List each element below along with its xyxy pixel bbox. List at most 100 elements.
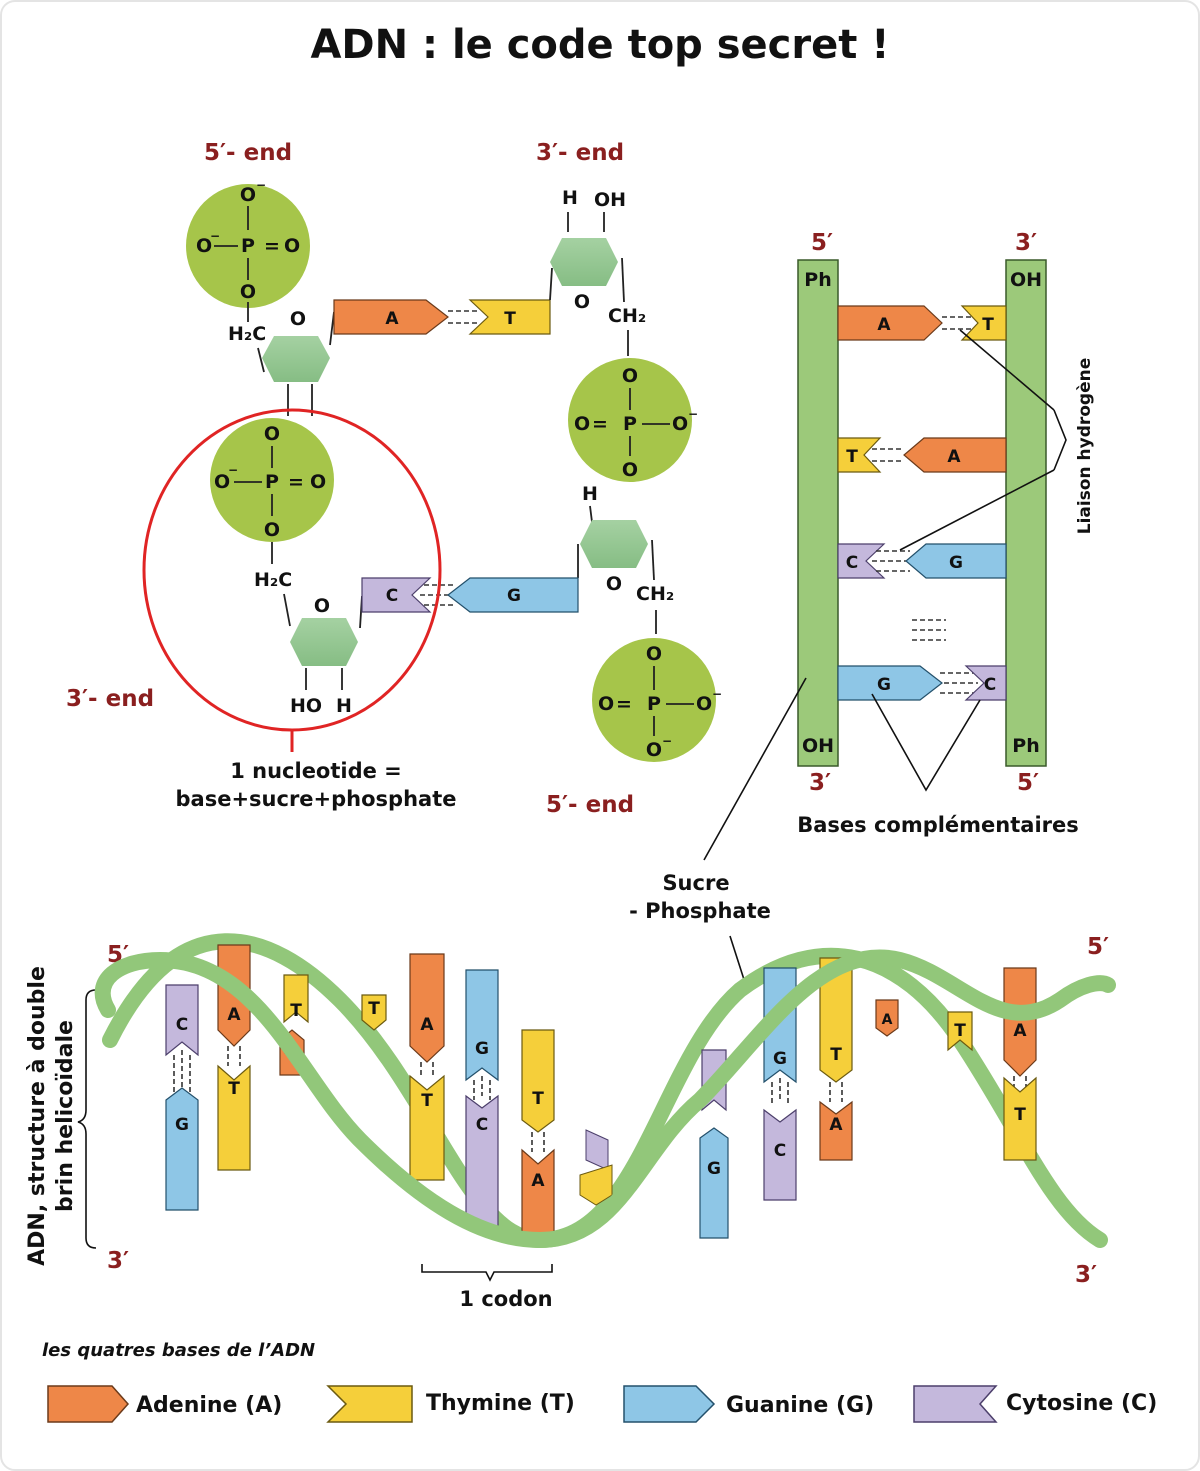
bottom-right-end-label: 5′- end — [546, 792, 634, 818]
bottom-left-end-label: 3′- end — [66, 686, 154, 712]
sugar-h: H — [582, 483, 598, 505]
phosphate-charge: − — [662, 734, 672, 748]
helix-base-label: G — [707, 1159, 721, 1179]
helix-base-guanine — [699, 1127, 729, 1239]
backbone-label-line2: - Phosphate — [629, 899, 771, 923]
base-thymine — [468, 299, 551, 335]
phosphate-p: P — [623, 413, 637, 435]
helix-base-label: A — [1013, 1021, 1027, 1041]
sugar-ch2: CH₂ — [636, 583, 674, 605]
sugar-oh: OH — [594, 189, 626, 211]
helix-base-label: T — [1014, 1105, 1026, 1125]
phosphate-group-1: O − O − P = O O — [186, 178, 310, 308]
helix-base-thymine — [283, 974, 309, 1024]
base-label: A — [385, 309, 399, 329]
helix-base-thymine — [361, 994, 387, 1031]
phosphate-o-left: O — [598, 693, 614, 715]
top-right-end-label: 3′- end — [536, 140, 624, 166]
helix-backbone-strand-1 — [94, 949, 1116, 1249]
helix-base-label: C — [476, 1115, 488, 1135]
complementary-bases-label: Bases complémentaires — [797, 813, 1079, 837]
hydrogen-bond-label: Liaison hydrogène — [1075, 358, 1095, 535]
helix-base-label: T — [830, 1045, 842, 1065]
backbone-label-line1: Sucre — [662, 871, 729, 895]
strand-diagram: 5′- end 3′- end 3′- end 5′- end O − O − … — [66, 140, 722, 818]
legend-adenine-label: Adenine (A) — [136, 1393, 282, 1418]
helix-rungs: C G A T T A T A T G — [165, 944, 1037, 1239]
helix-base-label: C — [176, 1015, 188, 1035]
phosphate-o-top: O — [240, 184, 256, 206]
base-label: G — [507, 586, 521, 606]
phosphate-p: P — [647, 693, 661, 715]
ladder-base-thymine — [837, 437, 882, 473]
sugar-ring-1 — [262, 336, 330, 382]
sugar-o: O — [314, 595, 330, 617]
ladder-top-left-label: 5′ — [811, 230, 833, 256]
phosphate-group-4: O O = P O − O − — [592, 638, 722, 762]
ladder-right-bottom-group: Ph — [1012, 735, 1039, 757]
helix-base-adenine — [819, 1100, 853, 1161]
helix-base-label: G — [773, 1049, 787, 1069]
phosphate-circle — [210, 418, 334, 542]
phosphate-circle — [568, 358, 692, 482]
sugar-ring-3 — [580, 520, 648, 568]
helix-base-label: T — [290, 1001, 302, 1021]
legend-guanine-label: Guanine (G) — [726, 1393, 874, 1418]
helix-base-label: A — [531, 1171, 545, 1191]
ladder-base-thymine — [960, 305, 1007, 341]
helix-base-label: A — [882, 1012, 893, 1028]
helix-base-thymine — [217, 1064, 251, 1171]
phosphate-eq: = — [616, 693, 632, 715]
ladder-base-label: T — [982, 315, 994, 335]
helix-base-thymine — [1003, 1076, 1037, 1161]
sugar-o: O — [606, 573, 622, 595]
phosphate-o-left: O — [196, 235, 212, 257]
legend: les quatres bases de l’ADN Adenine (A) T… — [42, 1340, 1157, 1423]
phosphate-eq: = — [264, 235, 280, 257]
helix-base-adenine — [1003, 967, 1037, 1077]
ladder-left-top-group: Ph — [804, 269, 831, 291]
helix-base-adenine — [521, 1148, 555, 1239]
phosphate-o-bottom: O — [646, 739, 662, 761]
ladder-left-backbone — [797, 259, 839, 767]
phosphate-group-3: O O = P O − O — [568, 358, 698, 482]
ladder-base-label: T — [846, 447, 858, 467]
ladder-bottom-right-label: 5′ — [1017, 770, 1039, 796]
helix-base-label: A — [829, 1115, 843, 1135]
sugar-h2c: H₂C — [228, 323, 266, 345]
phosphate-o-right: O — [310, 471, 326, 493]
sugar-h: H — [336, 695, 352, 717]
ladder-base-label: C — [984, 675, 996, 695]
phosphate-o-right: O — [696, 693, 712, 715]
helix-base-guanine — [465, 969, 499, 1082]
helix-base-cytosine — [465, 1094, 499, 1227]
ladder-left-bottom-group: OH — [802, 735, 834, 757]
base-label: C — [386, 586, 398, 606]
sugar-ring-2 — [550, 238, 618, 286]
phosphate-p: P — [265, 471, 279, 493]
phosphate-o-left: O — [214, 471, 230, 493]
helix-base-label: T — [228, 1079, 240, 1099]
phosphate-o-top: O — [646, 643, 662, 665]
nucleotide-caption-line2: base+sucre+phosphate — [176, 787, 457, 811]
nucleotide-caption-line1: 1 nucleotide = — [230, 759, 402, 783]
helix-base-adenine — [409, 953, 445, 1063]
ladder-base-cytosine — [837, 543, 886, 579]
phosphate-group-2: O O − P = O O — [210, 418, 334, 542]
sugar-o: O — [574, 291, 590, 313]
helix-base-label: T — [421, 1091, 433, 1111]
top-left-end-label: 5′- end — [204, 140, 292, 166]
ladder-base-adenine — [837, 305, 943, 341]
phosphate-charge: − — [210, 229, 220, 243]
sugar-ho: HO — [290, 695, 322, 717]
legend-thymine-label: Thymine (T) — [426, 1391, 575, 1416]
helix-bottom-left-label: 3′ — [107, 1248, 129, 1274]
helix-base-label: A — [420, 1015, 434, 1035]
ladder-right-top-group: OH — [1010, 269, 1042, 291]
phosphate-o-bottom: O — [240, 281, 256, 303]
helix-base-cytosine — [763, 1108, 797, 1201]
base-guanine — [447, 577, 579, 613]
legend-adenine-swatch — [47, 1385, 130, 1423]
helix-base-label: T — [532, 1089, 544, 1109]
